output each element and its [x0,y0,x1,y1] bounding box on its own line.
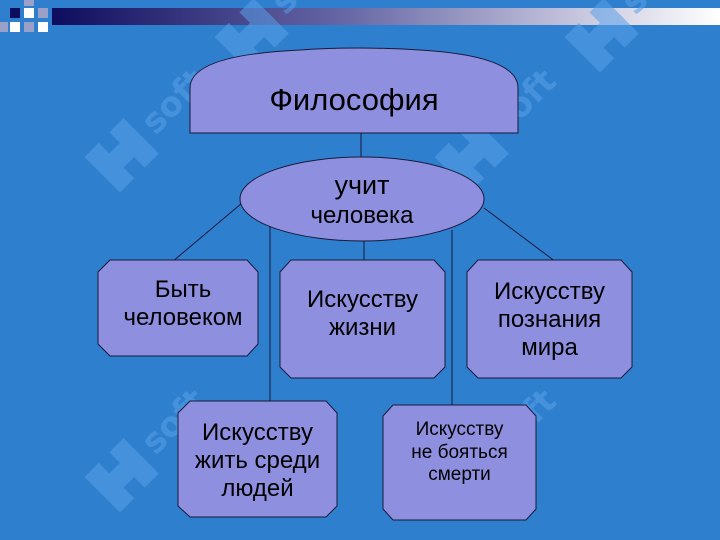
root-node-shape [189,47,519,134]
node-label-iskusstvo-ne-boyatsya-smerti: Искусству не бояться смерти [383,410,536,496]
node-label-iskusstvo-zhit-sredi-lyudey: Искусству жить среди людей [178,410,337,512]
node-line: не бояться [411,441,508,463]
node-label-byt-chelovekom: Быть человеком [98,266,268,342]
node-shape-iskusstvo-zhizni [279,259,446,379]
node-line: смерти [428,464,491,486]
node-line: жить среди [194,446,321,474]
node-line: Искусству [494,277,605,305]
node-shape-iskusstvo-ne-boyatsya-smerti [382,404,537,521]
connector-center-poznaniya [483,207,557,263]
node-line: Быть [154,275,212,303]
node-label-iskusstvo-zhizni: Искусству жизни [280,276,445,352]
center-node-label: учит человека [240,164,484,236]
node-line: познания [497,305,602,333]
node-line: людей [221,475,294,503]
center-node-shape [239,156,485,242]
node-line: Искусству [415,419,504,441]
root-node-text: Философия [269,81,439,117]
center-node-line-2: человека [310,201,414,229]
center-node-line-1: учит [334,169,390,200]
node-label-iskusstvo-poznaniya-mira: Искусству познания мира [467,268,632,372]
node-shape-byt-chelovekom [97,259,259,357]
node-shape-iskusstvo-poznaniya-mira [466,259,633,379]
node-line: жизни [328,314,397,341]
node-line: Искусству [202,418,313,446]
node-line: Искусству [307,285,418,313]
node-line: человеком [123,304,243,331]
connector-center-byt [171,202,243,263]
node-line: мира [521,334,578,362]
node-shape-iskusstvo-zhit-sredi-lyudey [177,400,338,518]
root-node-label: Философия [190,72,518,128]
